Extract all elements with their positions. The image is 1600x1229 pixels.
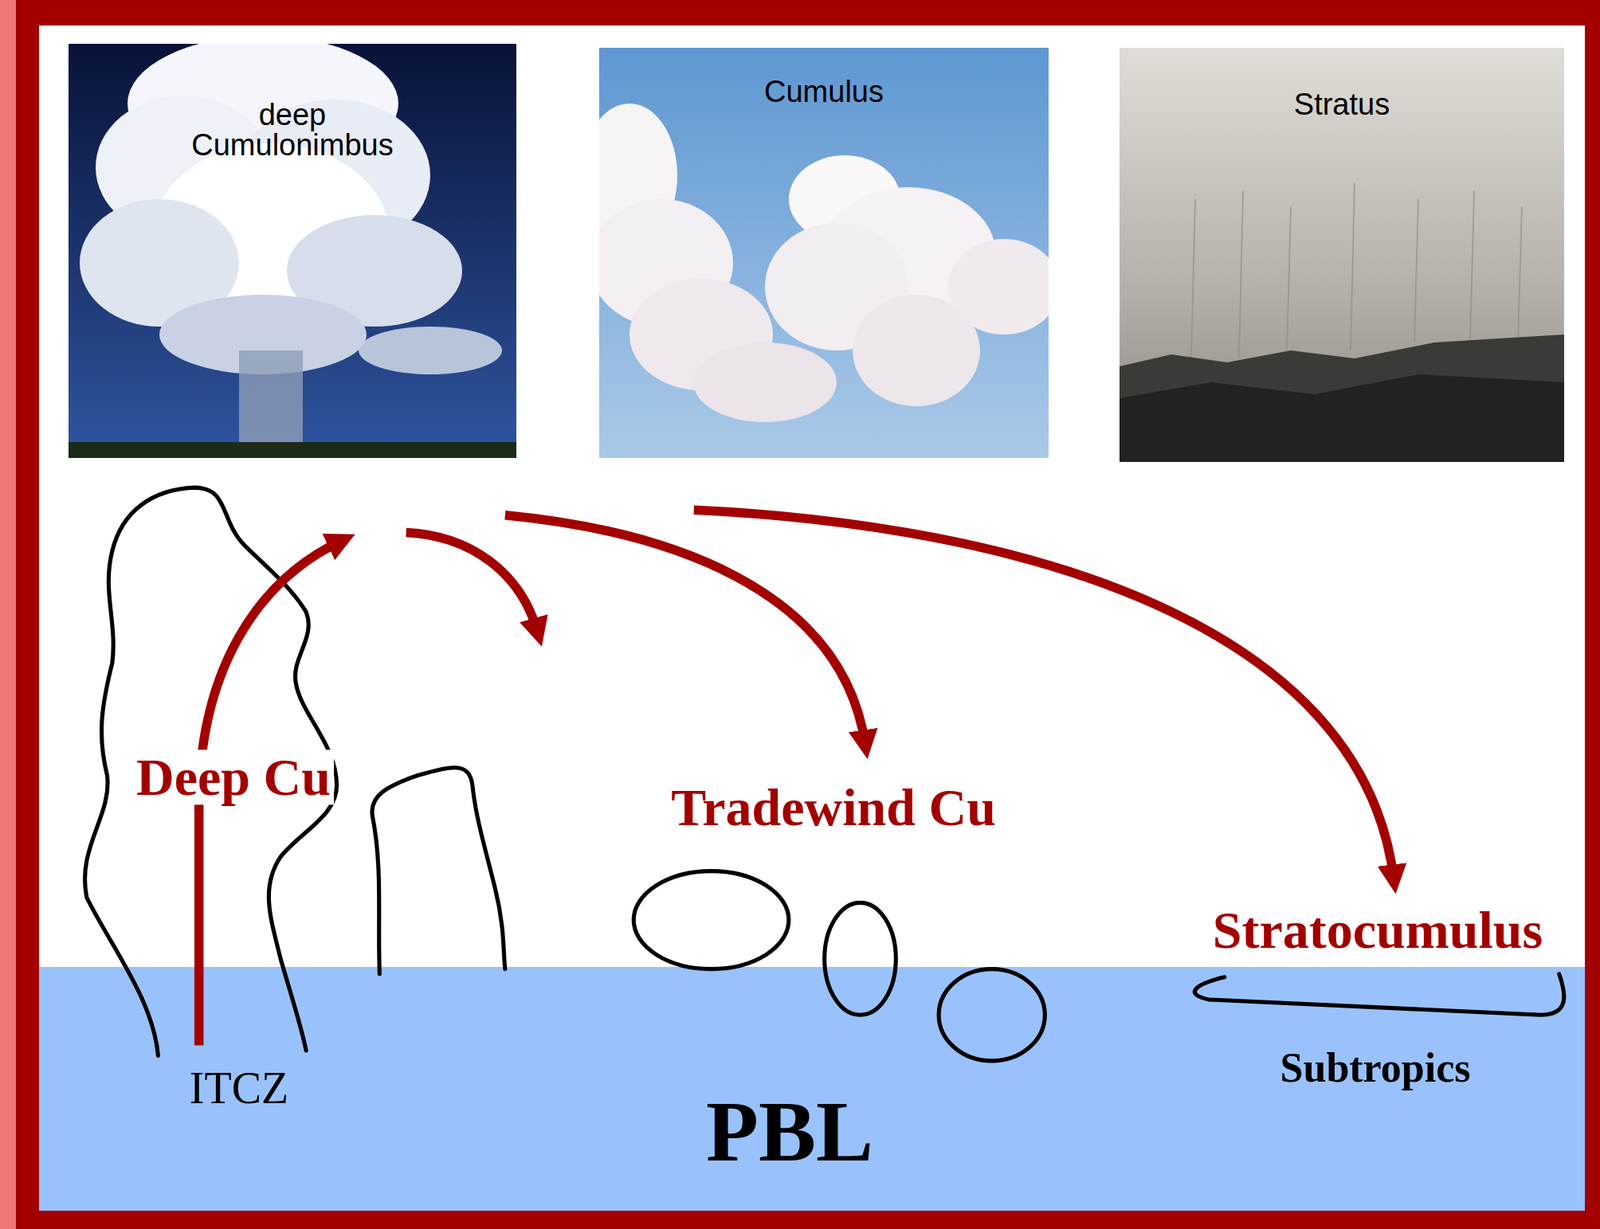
layer-label: PBL xyxy=(705,1086,874,1177)
region-label: ITCZ xyxy=(189,1065,289,1113)
cloud-label: Deep Cu xyxy=(133,749,334,805)
photo-panel: Stratus xyxy=(1119,47,1565,463)
region-label: Subtropics xyxy=(1280,1047,1471,1091)
photo-caption: Cumulus xyxy=(764,76,884,107)
photo-caption: deep Cumulonimbus xyxy=(191,99,393,161)
photo-panel: deep Cumulonimbus xyxy=(68,43,517,459)
photo-caption: Stratus xyxy=(1294,89,1390,120)
cloud-label: Stratocumulus xyxy=(1212,902,1543,958)
photo-panel: Cumulus xyxy=(599,47,1049,459)
cloud-label: Tradewind Cu xyxy=(670,780,997,836)
